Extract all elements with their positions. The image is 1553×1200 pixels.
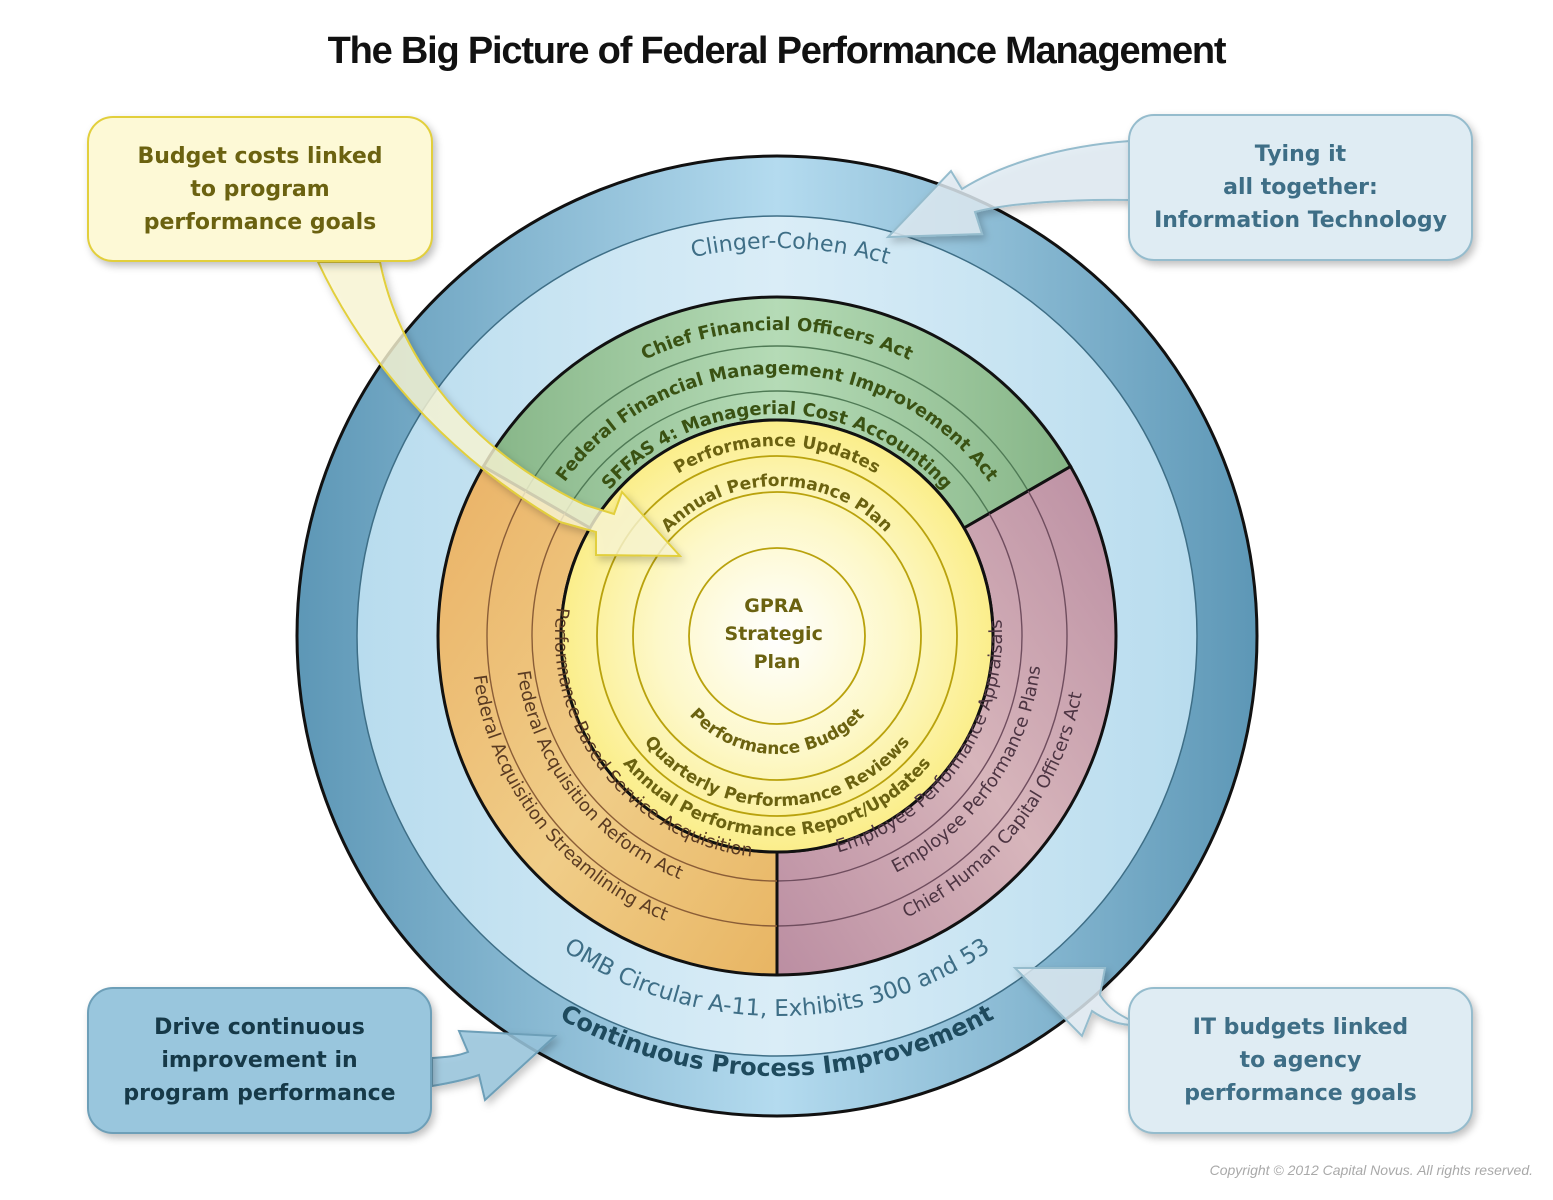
budget-callout: Budget costs linked to program performan… (87, 116, 433, 262)
drive-arrow (431, 1029, 558, 1102)
page-title: The Big Picture of Federal Performance M… (327, 30, 1227, 72)
core-ring-line (688, 547, 866, 725)
sector-ring-line (776, 490, 1068, 927)
sector-ring-line (486, 490, 778, 927)
gpra-core (559, 418, 995, 854)
center-line: Strategic (725, 623, 823, 645)
center-line: GPRA (744, 595, 803, 617)
core-ring-line (596, 455, 958, 817)
it-budget-arrow (1012, 967, 1131, 1038)
drive-improvement-callout: Drive continuous improvement in program … (87, 987, 432, 1134)
sector-ring-line (776, 513, 1023, 882)
gpra-center-label: GPRA Strategic Plan (725, 595, 830, 673)
sector-group (436, 295, 1118, 977)
sector-ring-line (531, 513, 778, 882)
sector-ring-line (564, 390, 990, 514)
sector-ring-line (525, 345, 1029, 492)
budget-arrow (316, 261, 683, 558)
it-arrow (885, 139, 1131, 239)
core-ring-line (632, 491, 922, 781)
it-callout: Tying it all together: Information Techn… (1128, 114, 1473, 261)
center-line: Plan (754, 651, 801, 673)
it-budget-callout: IT budgets linked to agency performance … (1128, 987, 1473, 1134)
copyright: Copyright © 2012 Capital Novus. All righ… (1209, 1162, 1533, 1178)
